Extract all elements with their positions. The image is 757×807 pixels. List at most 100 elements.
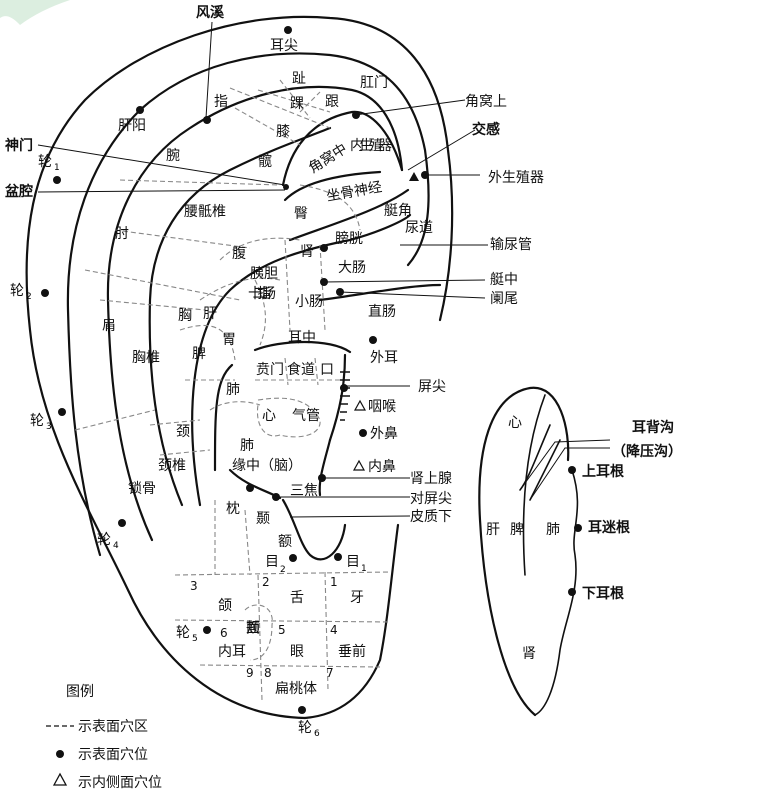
front-ear-outline (25, 15, 454, 720)
label-waibi: 外鼻 (370, 425, 398, 442)
label-n3: 3 (190, 579, 198, 593)
label-zhou: 肘 (115, 226, 129, 242)
corner-decoration (0, 0, 70, 25)
label-shierzhichang: 十二指肠 (248, 286, 276, 302)
label-fu: 腹 (232, 245, 246, 262)
back-label-shen: 肾 (522, 646, 536, 662)
label-zhi-toe: 趾 (292, 71, 306, 87)
label-n9: 9 (246, 666, 254, 680)
label-biantaoti: 扁桃体 (275, 681, 317, 697)
legend-item-point: 示表面穴位 (78, 747, 148, 763)
label-fengxi: 风溪 (196, 4, 225, 21)
label-pizhixia: 皮质下 (410, 509, 452, 525)
label-wan: 腕 (166, 148, 180, 164)
label-xiong: 胸 (178, 308, 192, 324)
label-ya: 牙 (350, 590, 364, 606)
label-n4: 4 (330, 623, 338, 637)
label-lun6: 轮 (298, 720, 312, 736)
front-points (41, 26, 429, 714)
label-lun1-sub: 1 (54, 163, 60, 173)
label-kuan: 髋 (258, 153, 272, 170)
label-mu1: 目 (346, 554, 360, 570)
label-shuniaoguan: 输尿管 (490, 237, 532, 253)
label-lun1: 轮 (38, 154, 52, 170)
label-yanhou: 咽喉 (368, 399, 396, 415)
legend-item-inner: 示内侧面穴位 (78, 775, 162, 791)
label-lun5-sub: 5 (192, 634, 198, 644)
label-lun3-sub: 3 (46, 422, 52, 432)
label-lun4-sub: 4 (113, 541, 119, 551)
label-shen: 肾 (300, 244, 314, 260)
legend-inner-point-icon (52, 772, 68, 786)
label-jiaogan: 交感 (472, 121, 500, 138)
label-benmen: 贲门 (256, 362, 284, 378)
label-erjian: 耳尖 (270, 38, 298, 54)
legend-title: 图例 (66, 684, 94, 700)
label-zhichang: 直肠 (368, 303, 396, 320)
label-jing: 颈 (176, 424, 190, 440)
label-wei: 胃 (222, 332, 236, 348)
label-jian: 肩 (102, 318, 116, 334)
label-lun4: 轮 (97, 532, 111, 548)
label-neishengzhiqi: 内生殖器 (350, 137, 392, 154)
label-chuiqian: 垂前 (338, 643, 366, 660)
back-label-ermigen: 耳迷根 (588, 519, 631, 536)
label-han: 颌 (218, 598, 232, 614)
back-label-xiaergen: 下耳根 (582, 585, 625, 602)
label-mianjia: 面颊 (244, 620, 260, 634)
label-yidan: 胰胆 (250, 266, 278, 282)
front-labels: 风溪 耳尖 趾 跟 踝 膝 肛门 角窝上 肝阳 指 髋 角窝中 内生殖器 交感 … (4, 4, 544, 739)
label-shidao: 食道 (287, 361, 315, 378)
label-mu1-sub: 1 (361, 564, 367, 574)
label-tun: 臀 (294, 206, 308, 222)
label-xi: 膝 (276, 124, 290, 140)
label-yaodizhui: 腰骶椎 (184, 204, 226, 220)
label-lun6-sub: 6 (314, 729, 320, 739)
label-n8: 8 (264, 666, 272, 680)
label-zhen: 枕 (226, 501, 240, 517)
label-gangmen: 肛门 (360, 75, 388, 91)
label-tingzhong: 艇中 (490, 272, 518, 288)
label-mu2: 目 (265, 554, 279, 570)
label-kou: 口 (320, 362, 334, 378)
label-lanwei: 阑尾 (490, 291, 518, 307)
label-n1: 1 (330, 575, 338, 589)
label-n5: 5 (278, 623, 286, 637)
label-pangguang: 膀胱 (335, 230, 363, 247)
back-label-fei: 肺 (546, 522, 560, 538)
back-label-shangergen: 上耳根 (582, 463, 625, 480)
label-xin: 心 (262, 408, 276, 424)
label-mu2-sub: 2 (280, 565, 286, 575)
label-n2: 2 (262, 575, 270, 589)
back-label-jiangyagou: （降压沟） (612, 443, 682, 460)
back-labels: 心 耳背沟 （降压沟） 上耳根 肝 脾 肺 耳迷根 下耳根 肾 (486, 415, 682, 662)
front-ear-zones (74, 79, 391, 701)
back-points (568, 466, 582, 596)
tragus-hatching (340, 371, 350, 421)
label-duipingjian: 对屏尖 (410, 491, 452, 507)
label-xiaochang: 小肠 (295, 294, 323, 310)
label-waier: 外耳 (370, 350, 398, 366)
back-ear-outline (478, 386, 611, 717)
label-suogu: 锁骨 (128, 481, 156, 497)
label-gen: 跟 (325, 94, 339, 110)
label-penqiang: 盆腔 (4, 183, 33, 200)
label-tingjiao: 艇角 (384, 203, 412, 219)
label-neier: 内耳 (218, 644, 246, 660)
label-neibi: 内鼻 (368, 458, 396, 475)
label-e: 额 (278, 534, 292, 550)
legend: 图例 示表面穴区 示表面穴位 示内侧面穴位 (46, 684, 162, 791)
label-jingzhui: 颈椎 (158, 458, 186, 474)
legend-item-zone: 示表面穴区 (78, 719, 148, 735)
label-jiaowozhong: 角窝中 (306, 140, 351, 177)
label-waishengzhiqi: 外生殖器 (488, 169, 544, 186)
label-yan: 眼 (290, 644, 304, 660)
label-sanjiao: 三焦 (290, 483, 318, 499)
label-lun2-sub: 2 (26, 292, 32, 302)
label-jiaowoshang: 角窝上 (465, 93, 507, 110)
label-nie: 颞 (256, 511, 270, 527)
label-dachang: 大肠 (338, 260, 366, 276)
label-shenmen: 神门 (5, 137, 33, 154)
leader-lines (37, 21, 488, 518)
